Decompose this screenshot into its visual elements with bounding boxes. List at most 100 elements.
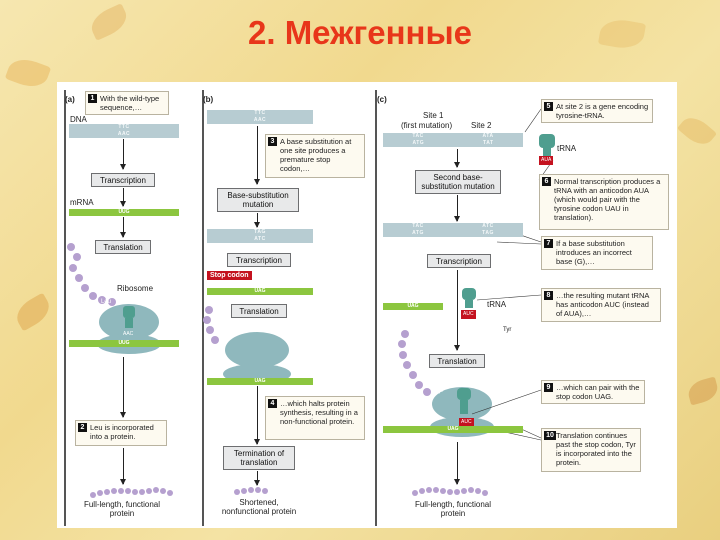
callout-9: 9 …which can pair with the stop codon UA… bbox=[541, 380, 645, 404]
mrna-codon: UAG bbox=[254, 288, 266, 294]
callout-6: 6 Normal transcription produces a tRNA w… bbox=[539, 174, 669, 230]
mutant-trna-label: tRNA bbox=[487, 300, 507, 309]
panel-divider-b bbox=[202, 90, 204, 526]
dna2-site2-top: ATC bbox=[482, 223, 494, 229]
panel-divider-c bbox=[375, 90, 377, 526]
dna-site2-top: ATA bbox=[482, 133, 494, 139]
site-1-label: Site 1 bbox=[423, 111, 444, 120]
stop-codon-label: Stop codon bbox=[207, 271, 252, 280]
callout-number: 1 bbox=[88, 94, 97, 103]
panel-a-label: (a) bbox=[65, 95, 75, 104]
callout-number: 10 bbox=[544, 431, 556, 440]
arrow bbox=[454, 195, 460, 222]
transcription-step-b: Transcription bbox=[227, 253, 291, 267]
trna-label: tRNA bbox=[557, 144, 577, 153]
callout-10: 10 Translation continues past the stop c… bbox=[541, 428, 641, 472]
dna2-site1-bottom: ATG bbox=[412, 230, 424, 236]
ribosome-anticodon: AUC bbox=[459, 418, 474, 427]
dna-codon-bottom: ATG TAT bbox=[383, 140, 523, 147]
callout-number: 5 bbox=[544, 102, 553, 111]
dna-codon-top: TTC bbox=[118, 124, 130, 130]
dna-label: DNA bbox=[70, 115, 87, 124]
background-leaf bbox=[4, 53, 52, 93]
callout-text: A base substitution at one site produces… bbox=[280, 137, 352, 173]
result-b: Shortened, nonfunctional protein bbox=[221, 498, 297, 516]
transcription-step-a: Transcription bbox=[91, 173, 155, 187]
callout-1: 1 With the wild-type sequence,… bbox=[85, 91, 169, 115]
background-leaf bbox=[11, 292, 55, 332]
callout-text: Normal transcription produces a tRNA wit… bbox=[554, 177, 661, 222]
mrna-codon: UAG bbox=[407, 303, 419, 309]
callout-text: …which halts protein synthesis, resultin… bbox=[280, 399, 358, 426]
mrna-strand-a: UUG bbox=[69, 209, 179, 216]
callout-number: 8 bbox=[544, 291, 553, 300]
dna-codon-top: TAC ATA bbox=[383, 133, 523, 140]
panel-b-label: (b) bbox=[203, 95, 214, 104]
callout-4: 4 …which halts protein synthesis, result… bbox=[265, 396, 365, 440]
translation-step-c: Translation bbox=[429, 354, 485, 368]
callout-text: Leu is incorporated into a protein. bbox=[90, 423, 154, 441]
ribosome-label: Ribosome bbox=[117, 284, 154, 293]
callout-number: 3 bbox=[268, 137, 277, 146]
transcription-step-c: Transcription bbox=[427, 254, 491, 268]
callout-number: 9 bbox=[544, 383, 553, 392]
dna-codon-bottom: AAC bbox=[253, 117, 267, 123]
arrow bbox=[254, 213, 260, 228]
dna-codon-bottom: AAC bbox=[117, 131, 131, 137]
result-c: Full-length, functional protein bbox=[414, 500, 492, 518]
arrow bbox=[454, 442, 460, 485]
first-mutation-label: (first mutation) bbox=[401, 121, 453, 130]
dna-site1-top: TAC bbox=[412, 133, 424, 139]
callout-number: 4 bbox=[268, 399, 277, 408]
dna-strand-a: TTC AAC bbox=[69, 124, 179, 138]
site-2-label: Site 2 bbox=[471, 121, 492, 130]
callout-number: 6 bbox=[542, 177, 551, 186]
callout-text: Translation continues past the stop codo… bbox=[556, 431, 636, 467]
mrna-codon: UAG bbox=[254, 378, 266, 384]
callout-5: 5 At site 2 is a gene encoding tyrosine-… bbox=[541, 99, 653, 123]
callout-number: 7 bbox=[544, 239, 553, 248]
dna-codon-top: TAG bbox=[254, 229, 266, 235]
amino-acid-leu: Leu bbox=[101, 299, 112, 305]
dna2-site1-top: TAC bbox=[412, 223, 424, 229]
mrna-strand-b: UAG bbox=[207, 288, 313, 295]
mutation-figure: (a) DNA 1 With the wild-type sequence,… … bbox=[57, 82, 677, 528]
arrow bbox=[120, 357, 126, 418]
arrow bbox=[254, 471, 260, 486]
background-leaf bbox=[685, 376, 720, 406]
panel-divider-a bbox=[64, 90, 66, 526]
dna-strand-c: TAC ATA ATG TAT bbox=[383, 133, 523, 147]
callout-3: 3 A base substitution at one site produc… bbox=[265, 134, 365, 178]
callout-text: If a base substitution introduces an inc… bbox=[556, 239, 632, 266]
mrna-strand-c: UAG bbox=[383, 303, 443, 310]
mrna-codon: UUG bbox=[118, 209, 130, 215]
result-a: Full-length, functional protein bbox=[83, 500, 161, 518]
mrna-codon: UUG bbox=[118, 340, 130, 346]
dna-strand-c-mutant: TAC ATC ATG TAG bbox=[383, 223, 523, 237]
dna-site1-bottom: ATG bbox=[412, 140, 425, 146]
dna-codon-bottom: ATG TAG bbox=[383, 230, 523, 237]
callout-text: …which can pair with the stop codon UAG. bbox=[556, 383, 640, 401]
amino-acid-tyr-2: Tyr bbox=[435, 388, 444, 394]
second-substitution-step: Second base-substitution mutation bbox=[415, 170, 501, 194]
dna-site2-bottom: TAT bbox=[483, 140, 494, 146]
callout-8: 8 …the resulting mutant tRNA has anticod… bbox=[541, 288, 661, 322]
base-substitution-step: Base-substitution mutation bbox=[217, 188, 299, 212]
trna-anticodon: AAC bbox=[123, 331, 134, 337]
slide-title: 2. Межгенные bbox=[248, 14, 472, 51]
mrna-codon: UAG bbox=[447, 426, 459, 432]
callout-text: At site 2 is a gene encoding tyrosine-tR… bbox=[556, 102, 649, 120]
arrow bbox=[454, 270, 460, 351]
mrna-in-ribosome-c: UAG bbox=[383, 426, 523, 433]
callout-2: 2 Leu is incorporated into a protein. bbox=[75, 420, 167, 446]
translation-step-b: Translation bbox=[231, 304, 287, 318]
dna-codon-top: TAC ATC bbox=[383, 223, 523, 230]
dna2-site2-bottom: TAG bbox=[482, 230, 494, 236]
mrna-in-ribosome-a: UUG bbox=[69, 340, 179, 347]
panel-c-label: (c) bbox=[377, 95, 387, 104]
arrow bbox=[120, 217, 126, 238]
arrow bbox=[454, 149, 460, 168]
mrna-label: mRNA bbox=[70, 198, 94, 207]
amino-acid-tyr: Tyr bbox=[503, 327, 512, 333]
arrow bbox=[120, 139, 126, 170]
